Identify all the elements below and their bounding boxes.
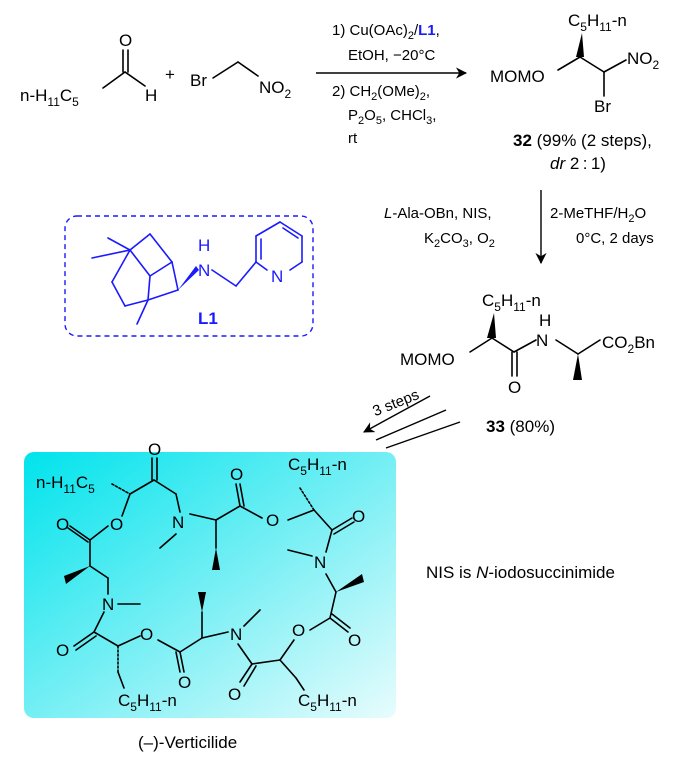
- c33-amide-N: N: [536, 331, 548, 350]
- c33-label: 33 (80%): [486, 417, 555, 436]
- aldehyde-hydrogen: H: [145, 86, 157, 105]
- vert-O-8: O: [292, 621, 305, 640]
- ligand-pyridine-N: N: [271, 267, 283, 286]
- ligand-amine-H: H: [198, 236, 210, 255]
- vert-O-7: O: [228, 685, 241, 704]
- condition-2-reagents: P2O5, CHCl3,: [348, 107, 436, 127]
- bromonitromethane-structure: Br NO2: [190, 61, 292, 101]
- vert-N-3: N: [314, 553, 326, 572]
- compound-32-structure: C5H11-n MOMO NO2 Br 32 (99% (2 steps), d…: [490, 11, 660, 173]
- vert-chain-bottom-left: C5H11-n: [118, 691, 177, 714]
- c32-bromine-label: Br: [594, 97, 611, 116]
- vert-chain-top-right: C5H11-n: [288, 455, 347, 478]
- c32-mom-label: MOMO: [490, 67, 545, 86]
- condition-2: 2) CH2(OMe)2,: [332, 83, 430, 103]
- ligand-label: L1: [198, 309, 218, 328]
- compound-33-structure: C5H11-n MOMO O N H CO2Bn 33 (80%): [400, 291, 655, 436]
- ligand-L1-structure: N H N L1: [64, 215, 314, 337]
- vert-O-1: O: [148, 440, 161, 459]
- step2-solvent: 2-MeTHF/H2O: [550, 205, 646, 225]
- step2-conditions: L-Ala-OBn, NIS, K2CO3, O2 2-MeTHF/H2O 0°…: [384, 205, 654, 250]
- aldehyde-chain-label: n-H11C5: [20, 86, 79, 109]
- vert-O-11: O: [266, 511, 279, 530]
- ligand-box: [64, 215, 314, 337]
- c32-nitro-label: NO2: [627, 49, 660, 72]
- c33-amide-O: O: [508, 378, 521, 397]
- condition-1-solvent: EtOH, −20°C: [348, 47, 435, 64]
- vert-O-5: O: [140, 625, 153, 644]
- vert-O-10: O: [352, 507, 365, 526]
- verticilide-highlight-box: [24, 452, 396, 718]
- step3-arrow: 3 steps: [363, 386, 461, 449]
- c32-dr-label: dr 2 : 1): [550, 154, 606, 173]
- condition-1: 1) Cu(OAc)2/L1,: [332, 22, 440, 42]
- nitro-label: NO2: [259, 78, 292, 101]
- step2-base: K2CO3, O2: [424, 230, 495, 250]
- vert-O-12: O: [230, 465, 243, 484]
- nis-note: NIS is N-iodosuccinimide: [426, 563, 615, 582]
- verticilide-structure: n-H11C5 O O O N O O C5H11-n O: [36, 440, 365, 714]
- c32-chain-label: C5H11-n: [568, 11, 627, 34]
- ligand-amine-N: N: [198, 261, 210, 280]
- vert-O-6: O: [178, 673, 191, 692]
- vert-chain-top-left: n-H11C5: [36, 473, 95, 496]
- plus-sign: +: [165, 65, 175, 84]
- vert-N-1: N: [102, 595, 114, 614]
- c33-ester-label: CO2Bn: [602, 333, 655, 356]
- vert-chain-bottom-right: C5H11-n: [298, 691, 357, 714]
- vert-N-2: N: [230, 625, 242, 644]
- c33-chain-label: C5H11-n: [482, 291, 541, 314]
- condition-2-temp: rt: [348, 130, 358, 147]
- bromine-label: Br: [190, 71, 207, 90]
- c33-amide-H: H: [539, 311, 551, 330]
- step1-conditions: 1) Cu(OAc)2/L1, EtOH, −20°C 2) CH2(OMe)2…: [332, 22, 440, 147]
- hexanal-structure: n-H11C5 O H +: [20, 31, 175, 109]
- vert-O-9: O: [348, 631, 361, 650]
- vert-O-3: O: [56, 515, 69, 534]
- c33-mom-label: MOMO: [400, 350, 455, 369]
- vert-O-2: O: [110, 515, 123, 534]
- c32-label: 32 (99% (2 steps),: [513, 131, 652, 150]
- verticilide-name: (–)-Verticilide: [138, 733, 237, 752]
- step2-temp-time: 0°C, 2 days: [576, 230, 654, 247]
- aldehyde-oxygen: O: [119, 31, 132, 50]
- vert-N-4: N: [172, 513, 184, 532]
- vert-O-4: O: [56, 641, 69, 660]
- step2-reagents: L-Ala-OBn, NIS,: [384, 205, 492, 222]
